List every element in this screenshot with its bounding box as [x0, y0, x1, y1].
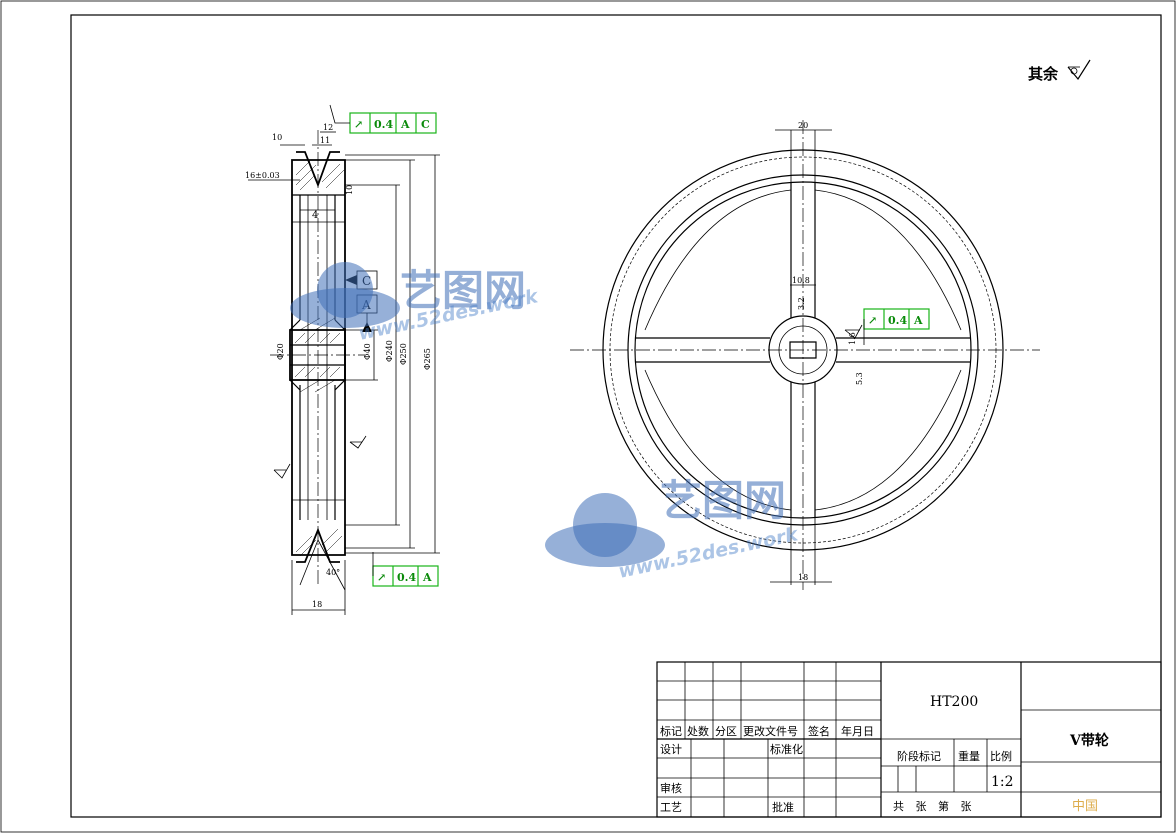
rev-header-date: 年月日 — [841, 724, 874, 738]
label-ratio: 比例 — [990, 749, 1012, 763]
roughness-symbol-icon — [1067, 59, 1091, 81]
dim-groove-top: 12 — [323, 123, 333, 132]
label-design: 设计 — [660, 743, 682, 756]
rev-header-docno: 更改文件号 — [743, 724, 798, 738]
svg-text:艺图网: 艺图网 — [660, 476, 786, 525]
dim-dia-inner: Φ240 — [385, 340, 394, 362]
part-name: V带轮 — [1069, 732, 1109, 749]
front-view: 20 18 10.8 5.3 3.2 1.6 — [570, 120, 1040, 590]
label-stage: 阶段标记 — [897, 749, 941, 763]
svg-text:艺图网: 艺图网 — [400, 266, 526, 315]
sheet-info: 共 张 第 张 — [893, 799, 972, 813]
stamp: 中国 — [1072, 799, 1098, 814]
dim-dia-mid: Φ250 — [399, 343, 408, 365]
watermark-logo-1: 艺图网 www.52des.work — [290, 262, 541, 345]
dim-hub-width: 4 — [312, 210, 318, 221]
label-standardize: 标准化 — [770, 742, 803, 756]
dim-dia-outer: Φ265 — [423, 348, 432, 370]
rim-hatch-bottom — [295, 528, 343, 557]
rim-hatch-top — [295, 160, 345, 191]
dim-flange: 10 — [345, 185, 354, 195]
dim-keyway: 10.8 — [792, 276, 810, 285]
label-review: 审核 — [660, 781, 682, 795]
diameter-dimensions — [345, 154, 440, 554]
watermark-logo-2: 艺图网 www.52des.work — [545, 476, 801, 583]
svg-text:0.4: 0.4 — [374, 118, 393, 131]
svg-text:A: A — [422, 571, 432, 584]
tolerance-frame-3: ↗ 0.4 A — [863, 308, 930, 345]
dim-groove-inner: 11 — [320, 136, 330, 145]
rev-header-mark: 标记 — [660, 724, 682, 738]
tolerance-frame-1: ↗ 0.4 A C — [329, 104, 437, 134]
label-approve: 批准 — [772, 800, 794, 814]
section-view: Φ265 Φ250 Φ240 Φ40 Φ20 12 11 10 16±0.03 … — [245, 123, 440, 615]
dim-small-b: 1.6 — [848, 332, 857, 345]
material: HT200 — [930, 694, 978, 710]
title-block: 标记 处数 分区 更改文件号 签名 年月日 设计 标准化 审核 工艺 批准 HT… — [656, 661, 1162, 818]
dim-angle: 40° — [326, 568, 340, 577]
dim-hub-dia: Φ40 — [363, 343, 372, 360]
dim-top-width: 10 — [272, 133, 282, 142]
dim-tol-left: 16±0.03 — [245, 171, 280, 180]
rev-header-count: 处数 — [687, 725, 709, 738]
inner-frame — [70, 14, 1162, 818]
dim-bore: Φ20 — [276, 343, 285, 360]
svg-text:C: C — [421, 118, 430, 131]
spokes — [636, 183, 970, 518]
dim-front-bottom: 18 — [798, 573, 808, 582]
scale-value: 1:2 — [991, 774, 1014, 790]
label-process: 工艺 — [660, 801, 682, 814]
label-weight: 重量 — [958, 749, 980, 763]
svg-text:A: A — [400, 118, 410, 131]
roughness-note: 其余 — [1028, 65, 1059, 83]
dim-small-a: 3.2 — [797, 297, 806, 310]
svg-text:A: A — [913, 314, 923, 327]
svg-text:0.4: 0.4 — [888, 314, 907, 327]
svg-text:↗: ↗ — [377, 571, 386, 584]
dim-front-top: 20 — [798, 121, 808, 130]
dim-keyway-depth: 5.3 — [855, 372, 864, 385]
rev-header-zone: 分区 — [715, 725, 737, 738]
dim-bottom-width: 18 — [312, 600, 322, 609]
svg-text:↗: ↗ — [354, 118, 363, 131]
svg-text:↗: ↗ — [868, 314, 877, 327]
rev-header-sign: 签名 — [808, 724, 830, 738]
tolerance-frame-2: ↗ 0.4 A — [372, 552, 439, 587]
svg-text:0.4: 0.4 — [397, 571, 416, 584]
